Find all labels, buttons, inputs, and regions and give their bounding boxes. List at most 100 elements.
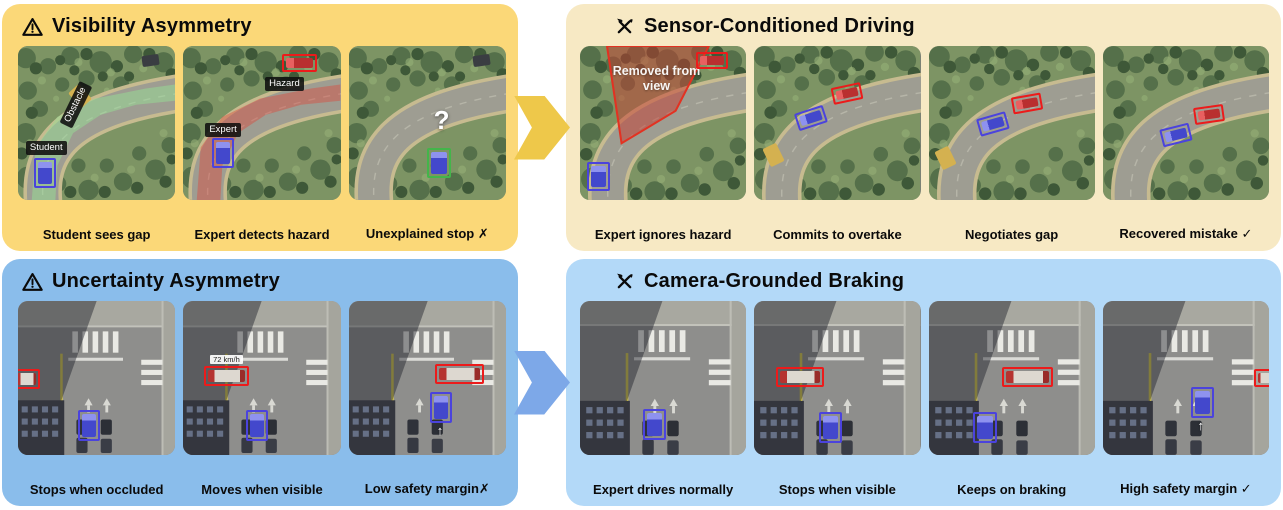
ego-vehicle-bbox (211, 138, 234, 168)
lane-arrow-marking: ↑ (1197, 418, 1205, 434)
hazard-vehicle-bbox (435, 364, 484, 385)
panel-header: Uncertainty Asymmetry (18, 267, 506, 301)
vehicle-sprite (207, 369, 246, 382)
thumb-row: Stops when occluded 72 km/h Moves when v… (18, 301, 506, 500)
ego-vehicle-bbox (643, 408, 667, 440)
vehicle-sprite (977, 415, 993, 439)
vehicle-sprite (81, 414, 96, 438)
flow-arrow-wrap (510, 4, 574, 251)
thumb-row: Removed from view Expert ignores hazard … (580, 46, 1269, 245)
hazard-vehicle-bbox (203, 365, 250, 386)
vehicle-sprite (1163, 127, 1188, 144)
removed-from-view-label: Removed from view (612, 64, 701, 94)
aerial-city-scene (928, 301, 1095, 455)
hazard-vehicle-bbox (1001, 367, 1054, 388)
thumb-negotiates-gap: Negotiates gap (928, 46, 1095, 245)
speed-label: 72 km/h (210, 354, 243, 364)
vehicle-sprite (434, 395, 449, 419)
aerial-forest-scene (1102, 46, 1269, 200)
hazard-vehicle-bbox (282, 53, 318, 73)
panel-header: Camera-Grounded Braking (580, 267, 1269, 301)
vehicle-sprite (1258, 372, 1269, 384)
visibility-asymmetry-panel: Visibility Asymmetry Obstacle Student St… (2, 4, 518, 251)
ego-vehicle-bbox (246, 410, 269, 442)
right-arrow-icon (514, 350, 570, 415)
thumb-keeps-on-braking: Keeps on braking (928, 301, 1095, 500)
aerial-forest-scene: Removed from view (580, 46, 747, 200)
hazard-label: Hazard (265, 76, 304, 91)
thumb-high-safety-margin: ↑ High safety margin ✓ (1102, 301, 1269, 500)
sensor-conditioned-driving-panel: Sensor-Conditioned Driving Removed from … (566, 4, 1281, 251)
vehicle-sprite (590, 165, 606, 187)
aerial-city-scene: 72 km/h (183, 301, 341, 455)
vehicle-sprite (37, 162, 52, 184)
thumb-caption: Negotiates gap (965, 227, 1059, 242)
hazard-vehicle-bbox (1254, 368, 1269, 388)
thumb-low-safety-margin: ↑ Low safety margin✗ (348, 301, 506, 500)
thumb-moves-when-visible: 72 km/h Moves when visible (183, 301, 341, 500)
thumb-caption: Stops when occluded (29, 482, 164, 497)
thumb-caption: High safety margin ✓ (1120, 481, 1252, 496)
vehicle-sprite (835, 86, 859, 100)
uncertainty-asymmetry-panel: Uncertainty Asymmetry Stops when occlude… (2, 259, 518, 506)
thumb-caption: Low safety margin✗ (364, 481, 490, 496)
aerial-forest-scene (754, 46, 921, 200)
thumb-caption: Commits to overtake (773, 227, 902, 242)
thumb-recovered-mistake: Recovered mistake ✓ (1102, 46, 1269, 245)
warning-icon (22, 16, 43, 37)
vehicle-sprite (1197, 108, 1221, 121)
thumb-caption: Expert ignores hazard (594, 227, 732, 242)
panel-title: Camera-Grounded Braking (644, 270, 905, 292)
thumb-caption: Stops when visible (778, 482, 896, 497)
ego-vehicle-bbox (586, 161, 610, 191)
aerial-city-scene: ↑ (348, 301, 506, 455)
ego-vehicle-bbox (77, 410, 100, 442)
panel-title: Uncertainty Asymmetry (52, 270, 280, 292)
hazard-vehicle-bbox (775, 367, 825, 388)
ego-vehicle-bbox (430, 391, 453, 423)
vehicle-sprite (18, 372, 37, 385)
vehicle-sprite (823, 415, 839, 439)
aerial-forest-scene: ? (348, 46, 506, 200)
thumb-caption: Recovered mistake ✓ (1119, 226, 1253, 241)
vehicle-sprite (1194, 391, 1211, 415)
aerial-city-scene (754, 301, 921, 455)
thumb-caption: Keeps on braking (957, 482, 1067, 497)
thumb-caption: Expert drives normally (593, 482, 734, 497)
aerial-city-scene: ↑ (1102, 301, 1269, 455)
thumb-stops-when-occluded: Stops when occluded (18, 301, 176, 500)
ego-vehicle-bbox (427, 147, 451, 179)
vehicle-sprite (215, 142, 230, 164)
thumb-caption: Moves when visible (201, 482, 323, 497)
panel-title: Sensor-Conditioned Driving (644, 15, 915, 37)
vehicle-sprite (439, 368, 480, 381)
aerial-city-scene (580, 301, 747, 455)
expert-label: Expert (205, 123, 241, 137)
vehicle-sprite (700, 56, 724, 66)
removed-view-wedge (605, 46, 711, 145)
tools-icon (614, 271, 635, 292)
thumb-unexplained-stop: ? Unexplained stop ✗ (348, 46, 506, 245)
vehicle-sprite (1015, 97, 1039, 111)
vehicle-sprite (431, 151, 447, 175)
warning-icon (22, 271, 43, 292)
question-mark-label: ? (433, 104, 450, 135)
thumb-stops-when-visible: Stops when visible (754, 301, 921, 500)
right-arrow-icon (514, 95, 570, 160)
thumb-caption: Student sees gap (42, 227, 151, 242)
vehicle-sprite (779, 371, 821, 384)
thumb-expert-detects-hazard: Hazard Expert Expert detects hazard (183, 46, 341, 245)
panel-title: Visibility Asymmetry (52, 15, 252, 37)
flow-arrow-wrap (510, 259, 574, 506)
visibility-band: Visibility Asymmetry Obstacle Student St… (2, 4, 1281, 251)
aerial-forest-scene (928, 46, 1095, 200)
ego-vehicle-bbox (973, 411, 997, 443)
thumb-expert-ignores-hazard: Removed from view Expert ignores hazard (580, 46, 747, 245)
panel-header: Visibility Asymmetry (18, 12, 506, 46)
vehicle-sprite (1005, 371, 1050, 384)
lane-arrow-marking: ↑ (436, 422, 444, 438)
ego-vehicle-bbox (33, 158, 56, 188)
thumb-row: Obstacle Student Student sees gap Hazard… (18, 46, 506, 245)
thumb-row: Expert drives normally Stops when visibl… (580, 301, 1269, 500)
